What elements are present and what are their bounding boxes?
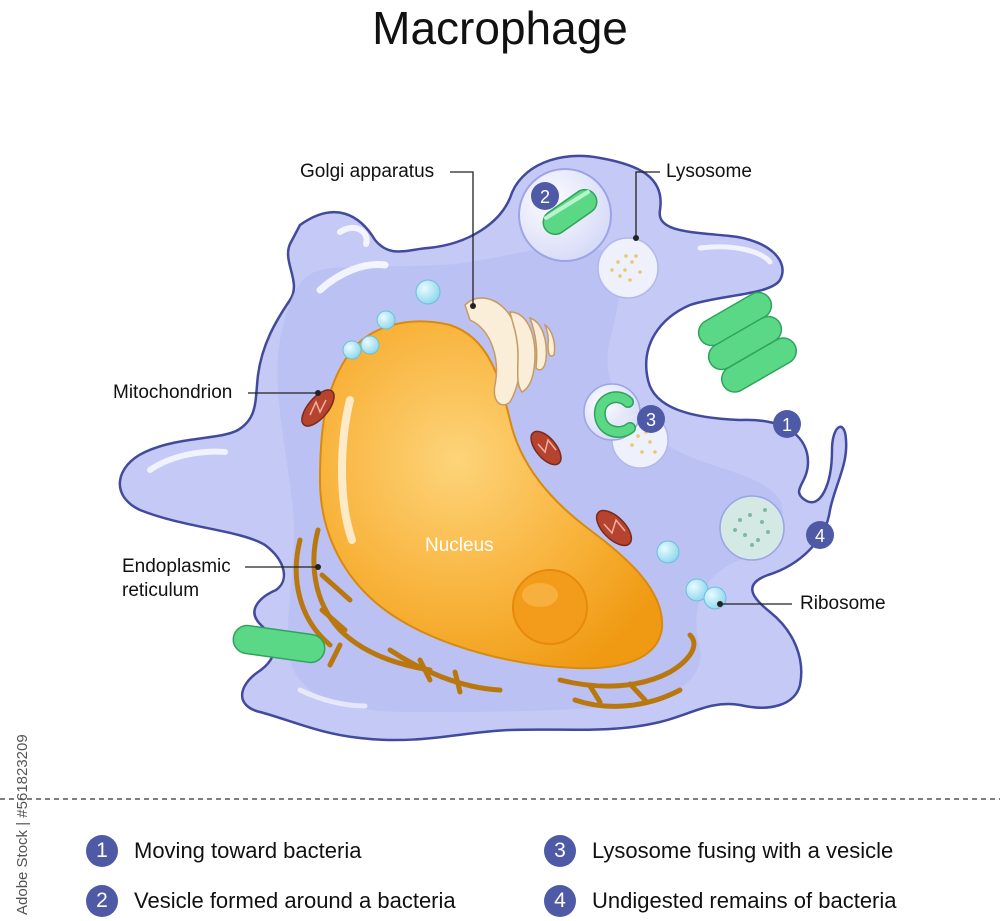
legend-item-3: 3 Lysosome fusing with a vesicle xyxy=(544,834,893,868)
phagocytic-vesicle xyxy=(518,168,612,262)
label-nucleus: Nucleus xyxy=(425,535,494,556)
label-ribosome: Ribosome xyxy=(800,593,886,614)
lysosome-fusing xyxy=(583,383,669,469)
marker-4 xyxy=(806,521,834,549)
marker-1-text: 1 xyxy=(782,415,792,435)
marker-1 xyxy=(773,410,801,438)
nucleolus xyxy=(512,569,588,645)
legend-badge-3: 3 xyxy=(544,835,576,867)
marker-3 xyxy=(637,405,665,433)
legend-text-2: Vesicle formed around a bacteria xyxy=(134,888,456,913)
label-mitochondrion: Mitochondrion xyxy=(113,382,233,403)
legend-item-4: 4 Undigested remains of bacteria xyxy=(544,884,897,918)
leader-lines xyxy=(245,171,792,607)
lysosome xyxy=(597,237,659,299)
label-er-line2: reticulum xyxy=(122,580,200,601)
credit-text: Adobe Stock | #561823209 xyxy=(14,734,31,915)
undigested-remains xyxy=(719,495,785,561)
legend-badge-4: 4 xyxy=(544,885,576,917)
legend-badge-2: 2 xyxy=(86,885,118,917)
bacteria xyxy=(232,291,797,664)
marker-3-text: 3 xyxy=(646,410,656,430)
mitochondria xyxy=(301,389,633,547)
page-title: Macrophage xyxy=(372,2,628,54)
marker-2 xyxy=(531,182,559,210)
marker-4-text: 4 xyxy=(815,526,825,546)
marker-group: 1 2 3 4 xyxy=(531,182,834,549)
legend-item-2: 2 Vesicle formed around a bacteria xyxy=(86,884,456,918)
marker-2-text: 2 xyxy=(540,187,550,207)
legend-text-3: Lysosome fusing with a vesicle xyxy=(592,838,894,863)
golgi-apparatus xyxy=(464,297,556,406)
label-golgi: Golgi apparatus xyxy=(300,161,435,182)
endoplasmic-reticulum xyxy=(293,527,697,709)
legend-text-1: Moving toward bacteria xyxy=(134,838,362,863)
legend-badge-1: 1 xyxy=(86,835,118,867)
label-lysosome: Lysosome xyxy=(666,161,752,182)
legend-text-4: Undigested remains of bacteria xyxy=(592,888,897,913)
legend-item-1: 1 Moving toward bacteria xyxy=(86,834,361,868)
label-er-line1: Endoplasmic xyxy=(122,556,231,577)
